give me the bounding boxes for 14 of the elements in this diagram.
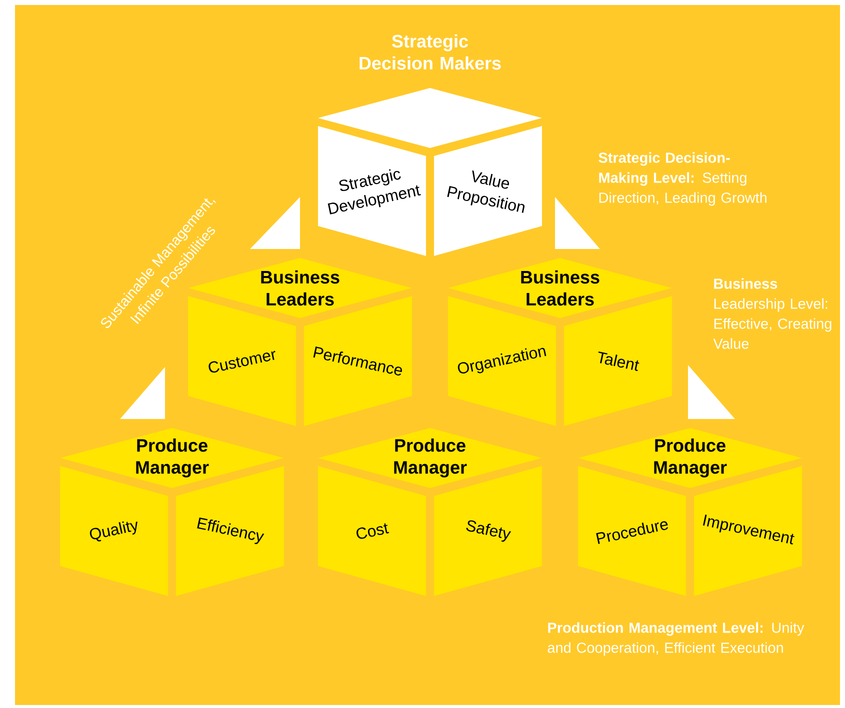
node-label: Quality — [90, 521, 138, 542]
node-label: Customer — [208, 350, 276, 373]
node-label: Safety — [466, 520, 512, 542]
node-label: Talent — [598, 351, 640, 371]
node-label: Cost — [356, 523, 390, 539]
level-description: Strategic Decision-Making Level: Setting Direction, Leading Growth — [598, 152, 766, 206]
node-label: Organization — [458, 348, 546, 374]
level-description: Production Management Level: Unity and Cooperation, Efficient Execution — [548, 622, 804, 656]
node-label: Efficiency — [197, 517, 264, 544]
node-label: Procedure — [596, 521, 668, 544]
node-label: Strategic Decision Makers — [360, 34, 501, 70]
level-description: Business Leadership Level: Effective, Creating Value — [713, 278, 832, 349]
node-label: Value Proposition — [447, 170, 524, 213]
cube-face: Value Proposition — [434, 126, 542, 256]
